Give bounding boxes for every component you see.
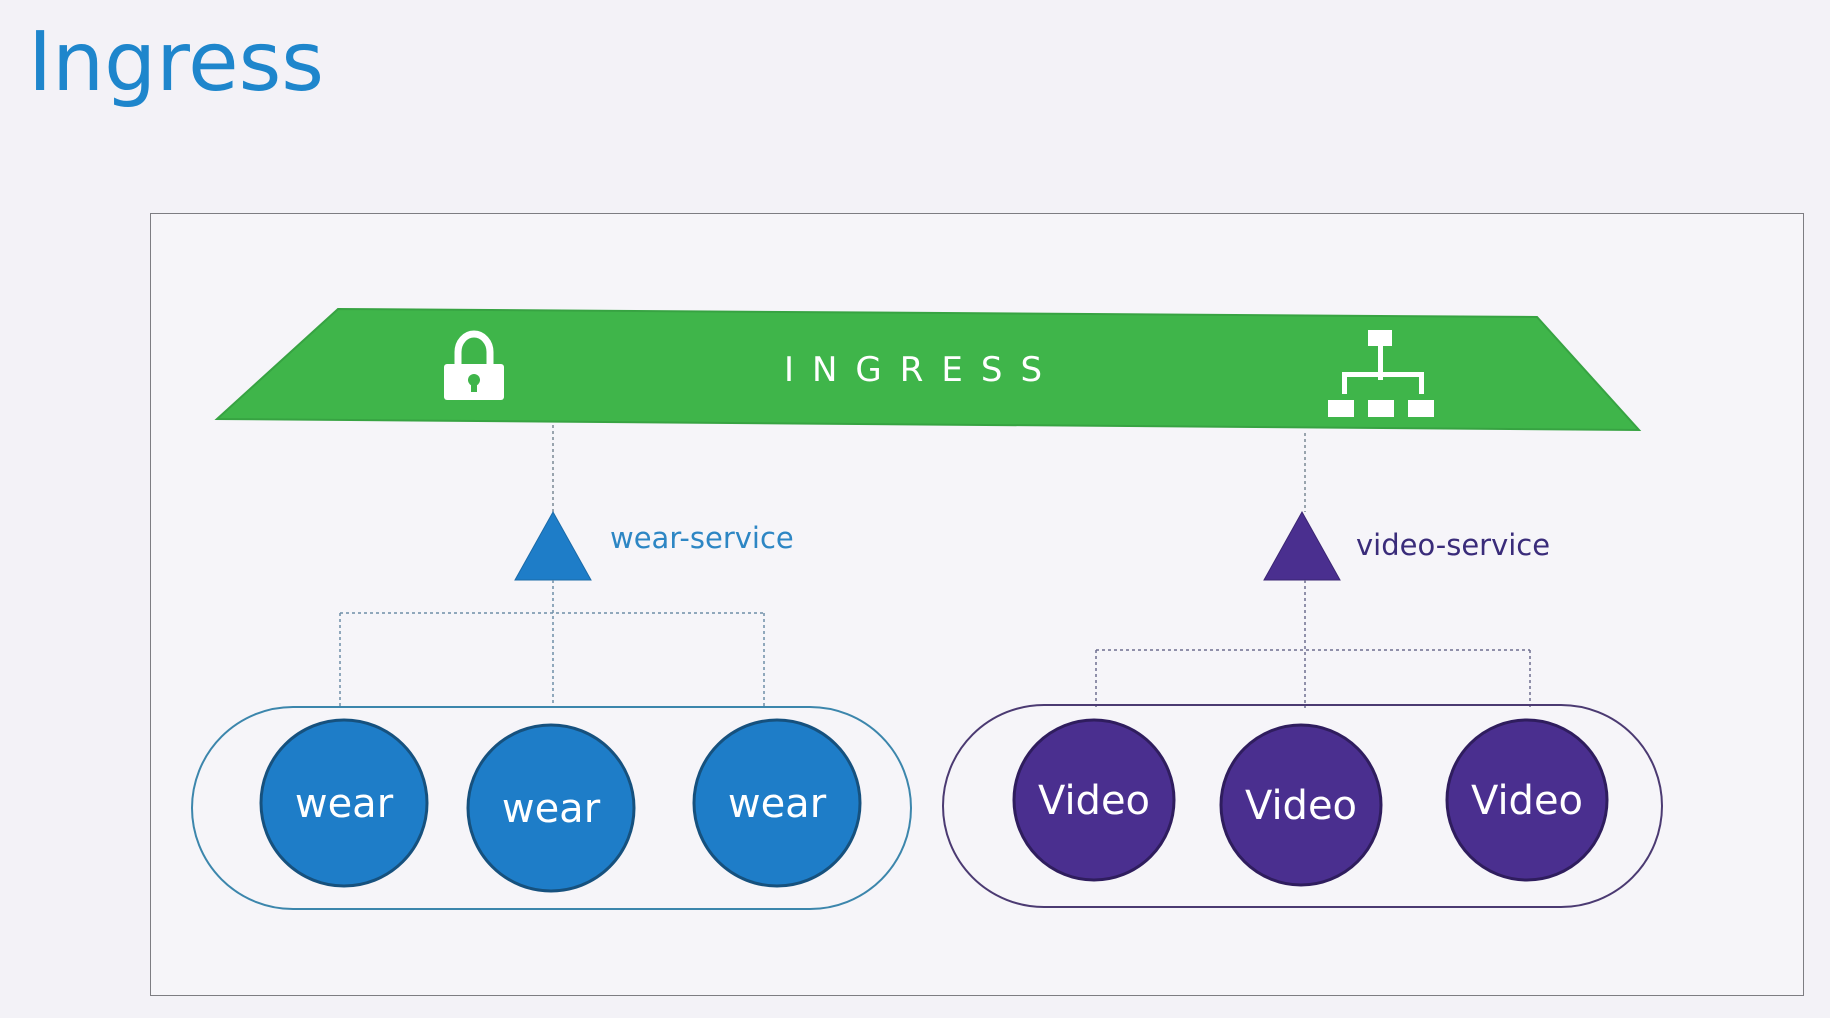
wear-pod-connectors [339,580,765,708]
wear-service-label: wear-service [610,521,794,555]
video-pod: Video [1219,723,1383,887]
hierarchy-icon [1328,330,1434,417]
wear-pod-label: wear [502,786,601,832]
page-title: Ingress [28,15,325,110]
video-pod-label: Video [1471,778,1583,824]
video-pod: Video [1012,718,1176,882]
wear-pod-label: wear [728,781,827,827]
ingress-label: INGRESS [784,350,1060,390]
wear-pod: wear [259,718,429,888]
ingress-banner [214,307,1642,432]
video-pod-label: Video [1038,778,1150,824]
video-pod: Video [1445,718,1609,882]
video-pod-connectors [1095,580,1531,708]
video-pod-label: Video [1245,783,1357,829]
wear-pod: wear [692,718,862,888]
wear-pod-label: wear [295,781,394,827]
video-service-label: video-service [1356,528,1550,562]
lock-icon [444,330,504,400]
video-pod-group [942,704,1663,908]
video-service-icon [1263,510,1341,581]
wear-pod: wear [466,723,636,893]
wear-service-icon [514,510,592,581]
wear-pod-group [191,706,912,910]
